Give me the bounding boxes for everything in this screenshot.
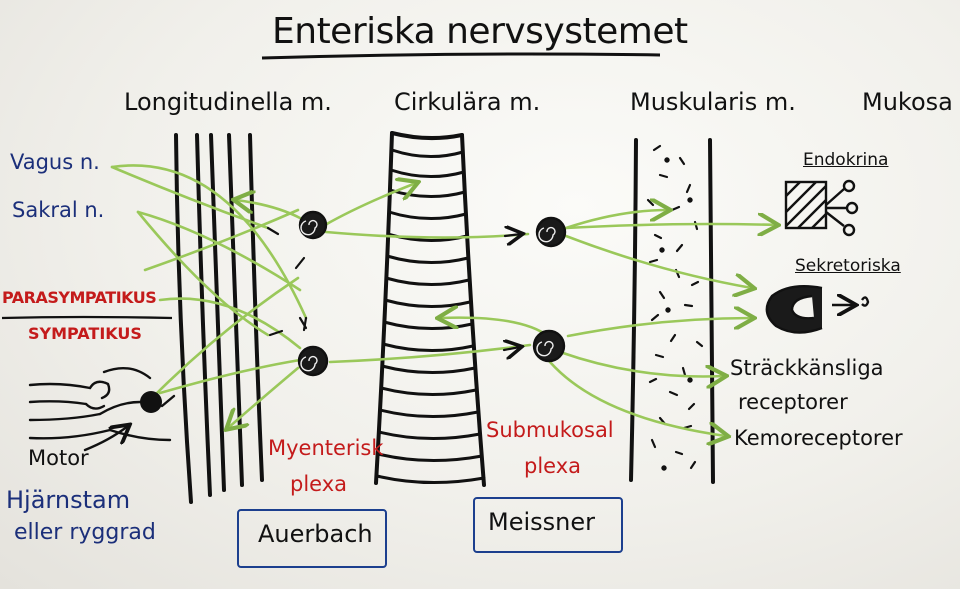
submucosal-plexus-label-line1: Submukosal [486, 418, 614, 442]
endocrine-label: Endokrina [803, 150, 889, 170]
endocrine-cell-icon [784, 179, 859, 237]
sympathetic-label: SYMPATIKUS [28, 324, 142, 343]
layer-label-muscularis: Muskularis m. [630, 88, 796, 116]
motor-label: Motor [28, 446, 89, 470]
muscularis-mucosae-dashes [646, 144, 704, 471]
origin-label-line2: eller ryggrad [14, 520, 156, 545]
vagus-nerve-label: Vagus n. [10, 150, 100, 174]
layer-label-longitudinal: Longitudinella m. [124, 88, 332, 116]
fibre-synapse-arrows [266, 228, 521, 350]
meissner-label: Meissner [488, 508, 595, 536]
myenteric-neuron-lower [297, 345, 329, 377]
parasympathetic-sympathetic-divider [1, 315, 173, 320]
submucosal-plexus-label-line2: plexa [524, 454, 582, 478]
sacral-nerve-label: Sakral n. [12, 198, 105, 222]
submucosal-neuron-lower [532, 329, 566, 363]
stretch-receptors-label-line1: Sträckkänsliga [730, 356, 884, 380]
secretory-gland-icon [765, 285, 870, 334]
title-underline [261, 52, 661, 60]
submucosal-neuron-upper [535, 216, 567, 248]
origin-label-line1: Hjärnstam [6, 486, 131, 514]
circular-muscle-rings [375, 148, 486, 485]
parasympathetic-label: PARASYMPATIKUS [2, 288, 157, 307]
nerve-fibres [110, 164, 776, 436]
myenteric-plexus-label-line2: plexa [290, 472, 348, 496]
motor-neuron-cell-body [140, 391, 162, 413]
secretory-label: Sekretoriska [795, 256, 901, 276]
longitudinal-muscle-lines [174, 133, 264, 504]
circular-muscle-band [374, 131, 486, 487]
layer-label-mucosa: Mukosa [862, 88, 953, 116]
meissner-box [473, 497, 623, 553]
layer-label-circular: Cirkulära m. [394, 88, 541, 116]
myenteric-plexus-label-line1: Myenterisk [268, 436, 384, 460]
auerbach-label: Auerbach [258, 520, 373, 548]
auerbach-box [237, 509, 387, 568]
diagram-title: Enteriska nervsystemet [272, 11, 688, 52]
myenteric-neuron-upper [298, 210, 328, 240]
chemoreceptors-label: Kemoreceptorer [734, 426, 903, 450]
stretch-receptors-label-line2: receptorer [738, 390, 848, 414]
motor-neuron-outline [28, 366, 176, 452]
